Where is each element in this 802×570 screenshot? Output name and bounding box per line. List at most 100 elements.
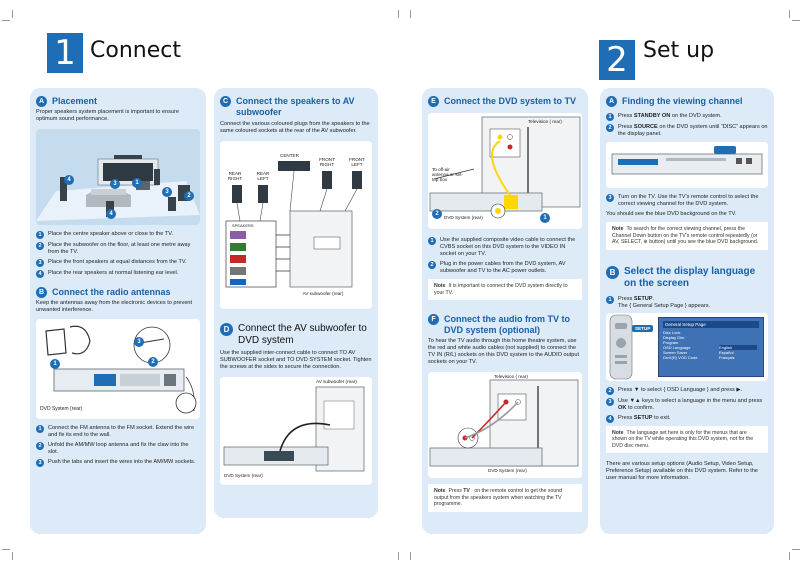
speakers-card: C Connect the speakers to AV subwoofer C… [214, 88, 378, 518]
placement-intro: Proper speakers system placement is impo… [36, 109, 180, 122]
placement-callout: 4 [64, 175, 74, 185]
radio-heading-text: Connect the radio antennas [52, 287, 171, 297]
language-steps-a: 1 Press SETUP.The { General Setup Page } … [606, 295, 768, 310]
audio-heading-text: Connect the audio from TV to DVD system … [444, 314, 570, 335]
subwoofer-drawing [223, 386, 365, 472]
crop-mark [12, 552, 13, 560]
list-item: 3 Use ▼▲ keys to select a language in the… [606, 397, 768, 412]
section-letter-badge: F [428, 314, 439, 325]
list-item: 4 Place the rear speakers at normal liste… [36, 270, 200, 278]
crop-mark [410, 552, 411, 560]
step-number: 2 [36, 442, 44, 450]
dvd-front-panel-drawing [611, 146, 763, 175]
crop-mark [2, 20, 10, 21]
placement-heading-text: Placement [52, 96, 98, 106]
step-number: 1 [36, 425, 44, 433]
placement-callout: 3 [162, 187, 172, 197]
osd-menu-item: Program [663, 339, 679, 345]
step-text: Press ▼ to select { OSD Language } and p… [618, 386, 743, 393]
osd-menu-item: Disc Lock [663, 329, 681, 335]
setup-menu-illustration: SETUP General Setup Page Disc Lock Displ… [606, 312, 768, 381]
step-number: 1 [606, 113, 614, 121]
subwoofer-heading: D Connect the AV subwoofer to DVD system [220, 323, 372, 347]
step-text: Plug in the power cables from the DVD sy… [440, 261, 566, 274]
step-number: 1 [36, 231, 44, 239]
osd-menu-option: Français [719, 354, 735, 360]
section-letter-badge: C [220, 96, 231, 107]
note-label: Note [612, 429, 624, 436]
radio-heading: B Connect the radio antennas [36, 287, 200, 298]
note-label: Note [434, 488, 446, 494]
note-label: Note [434, 283, 446, 289]
step-text: Place the subwoofer on the floor, at lea… [48, 242, 191, 255]
crop-mark [2, 549, 10, 550]
note-text: on the remote control to get the sound o… [434, 488, 562, 507]
antenna-drawing [45, 325, 197, 414]
radio-steps: 1 Connect the FM antenna to the FM socket… [36, 425, 200, 467]
placement-card: A Placement Proper speakers system place… [30, 88, 206, 534]
radio-intro: Keep the antennas away from the electron… [36, 300, 193, 313]
osd-menu-item: DivX(R) VOD Code [663, 354, 698, 360]
section-letter-badge: A [36, 96, 47, 107]
step-text: Connect the FM antenna to the FM socket.… [48, 425, 195, 438]
viewing-heading: A Finding the viewing channel [606, 96, 768, 107]
step-text: Place the rear speakers at normal listen… [48, 270, 179, 276]
osd-menu-screen: General Setup Page Disc Lock Display Dim… [658, 316, 764, 377]
osd-menu-items: Disc Lock Display Dim Program OSD Langua… [663, 330, 715, 360]
tv-connection-drawing [429, 116, 581, 219]
rear-right-label: REAR RIGHT [227, 171, 243, 181]
antenna-source-label: To off-air antenna or set-top box [432, 167, 463, 182]
step-number: 3 [36, 459, 44, 467]
language-heading-text: Select the display language on the scree… [624, 265, 756, 289]
step-text: Place the centre speaker above or close … [48, 231, 174, 237]
audio-intro: To hear the TV audio through this home t… [428, 338, 580, 365]
step-number: 1 [428, 237, 436, 245]
front-left-label: FRONT LEFT [349, 157, 365, 167]
step-text: Press SETUP.The { General Setup Page } a… [618, 295, 711, 309]
setup-key-label: SETUP [632, 324, 654, 332]
list-item: 2 Place the subwoofer on the floor, at le… [36, 242, 200, 256]
step-number: 3 [606, 397, 614, 406]
speakers-panel-label: SPEAKERS [232, 223, 254, 228]
list-item: 1 Press SETUP.The { General Setup Page } … [606, 295, 768, 310]
note-key: TV [463, 488, 470, 494]
room-drawing [36, 155, 200, 221]
placement-callout: 3 [110, 179, 120, 189]
step-text: Use ▼▲ keys to select a language in the … [618, 397, 763, 411]
step-text: Use the supplied composite video cable t… [440, 237, 576, 257]
crop-mark [789, 10, 790, 18]
crop-mark [792, 549, 800, 550]
list-item: 1 Connect the FM antenna to the FM socket… [36, 425, 200, 439]
center-speaker-label: CENTER [280, 153, 299, 158]
section-letter-badge: B [36, 287, 47, 298]
step-number-badge: 2 [599, 40, 635, 80]
audio-connection-drawing [429, 379, 579, 467]
viewing-after: You should see the blue DVD background o… [606, 211, 737, 217]
section-letter-badge: A [606, 96, 617, 107]
list-item: 3 Push the tabs and insert the wires into… [36, 459, 200, 467]
subwoofer-rear-label: AV subwoofer (rear) [316, 379, 357, 384]
page-title: Connect [90, 38, 181, 63]
note-label: Note [612, 226, 624, 232]
step-text: Push the tabs and insert the wires into … [48, 459, 196, 465]
step-number-badge: 1 [47, 33, 83, 73]
speakers-heading: C Connect the speakers to AV subwoofer [220, 96, 372, 118]
placement-callout: 2 [184, 191, 194, 201]
crop-mark [789, 552, 790, 560]
page-title: Set up [643, 38, 715, 63]
step-number: 4 [36, 270, 44, 278]
note-text: Press [448, 488, 464, 494]
step-number: 2 [428, 261, 436, 269]
step-number: 1 [606, 295, 614, 304]
remote-control-drawing [609, 314, 633, 379]
subwoofer-rear-label: AV subwoofer (rear) [302, 291, 344, 296]
osd-menu-item: Display Dim [663, 334, 685, 340]
step-number: 2 [36, 242, 44, 250]
